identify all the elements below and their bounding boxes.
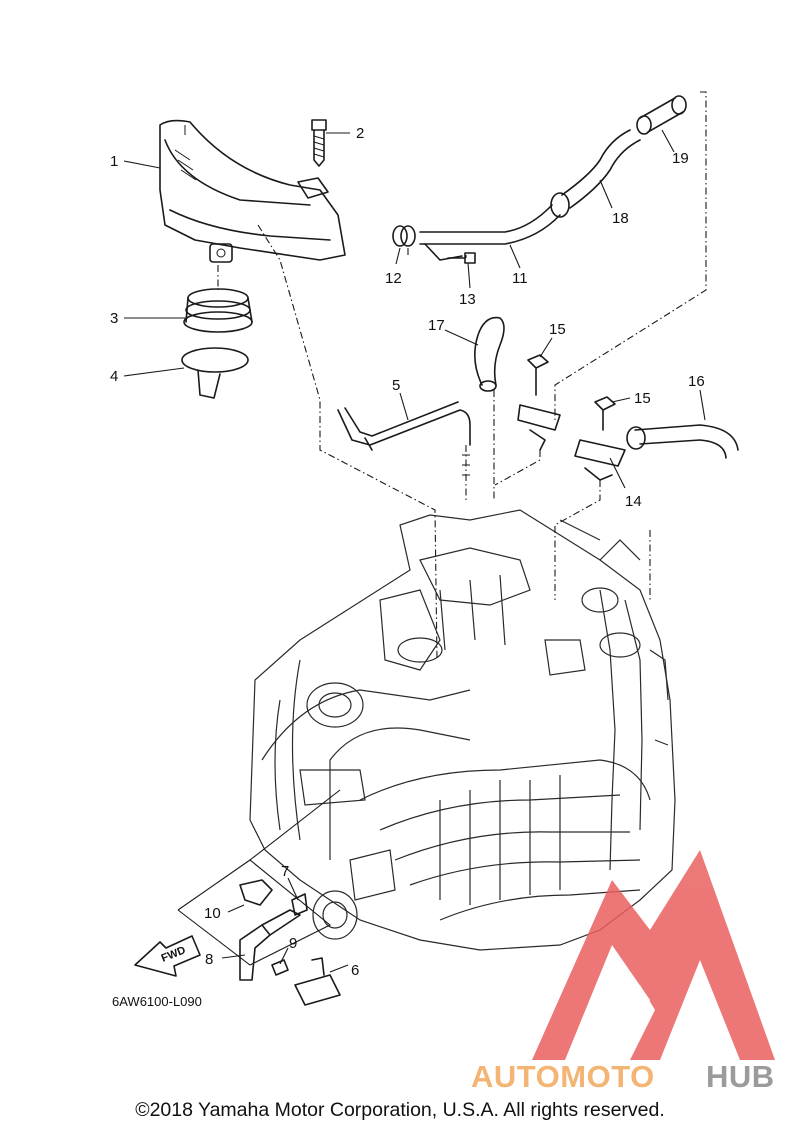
part-label-18: 18 (612, 210, 629, 227)
assembly-guide-lines (217, 91, 707, 661)
parts-6-10-bracket-group (239, 879, 341, 1006)
part-label-4: 4 (110, 368, 118, 385)
part-label-17: 17 (428, 317, 445, 334)
part-13-screw (447, 252, 476, 264)
part-label-9: 9 (289, 935, 297, 952)
part-label-3: 3 (110, 310, 118, 327)
copyright-notice: ©2018 Yamaha Motor Corporation, U.S.A. A… (135, 1099, 665, 1121)
bracket-group-leader (249, 789, 341, 861)
bracket-group-outline (177, 859, 332, 966)
part-label-10: 10 (204, 905, 221, 922)
part-label-5: 5 (392, 377, 400, 394)
forward-arrow-icon: FWD (134, 935, 201, 977)
part-16-hose (626, 424, 739, 459)
drawing-code: 6AW6100-L090 (112, 994, 202, 1009)
watermark-logo: AUTOMOTO HUB (471, 850, 775, 1094)
part-number-labels: 1 2 3 4 5 6 7 8 9 10 11 12 13 14 15 15 1… (110, 125, 705, 979)
part-label-15b: 15 (634, 390, 651, 407)
watermark-emblem-inner (600, 985, 655, 1060)
part-label-16: 16 (688, 373, 705, 390)
watermark-emblem-icon (532, 850, 775, 1060)
part-11-hose (419, 204, 561, 261)
part-5-hose (337, 401, 471, 476)
part-15-bolts (527, 354, 616, 431)
part-label-15a: 15 (549, 321, 566, 338)
part-2-bolt (311, 119, 327, 167)
watermark-brand-part1: AUTOMOTO (471, 1059, 655, 1094)
part-14-joint (517, 404, 626, 481)
part-label-11: 11 (512, 270, 528, 287)
part-label-7: 7 (281, 863, 289, 880)
part-4-clamp-band (181, 347, 249, 399)
part-label-12: 12 (385, 270, 402, 287)
part-label-8: 8 (205, 951, 213, 968)
part-12-grommet (392, 225, 416, 247)
part-17-hose (474, 316, 505, 392)
label-leaders (123, 129, 706, 973)
part-label-19: 19 (672, 150, 689, 167)
part-3-grommet (183, 288, 253, 333)
part-label-13: 13 (459, 291, 476, 308)
part-label-14: 14 (625, 493, 642, 510)
part-18-hose (550, 129, 641, 218)
part-1-silencer-cover (159, 119, 346, 263)
part-19-hose-end (636, 95, 687, 135)
part-label-2: 2 (356, 125, 364, 142)
watermark-brand-part2: HUB (706, 1059, 775, 1094)
engine-block (249, 509, 676, 951)
part-label-6: 6 (351, 962, 359, 979)
part-label-1: 1 (110, 153, 118, 170)
